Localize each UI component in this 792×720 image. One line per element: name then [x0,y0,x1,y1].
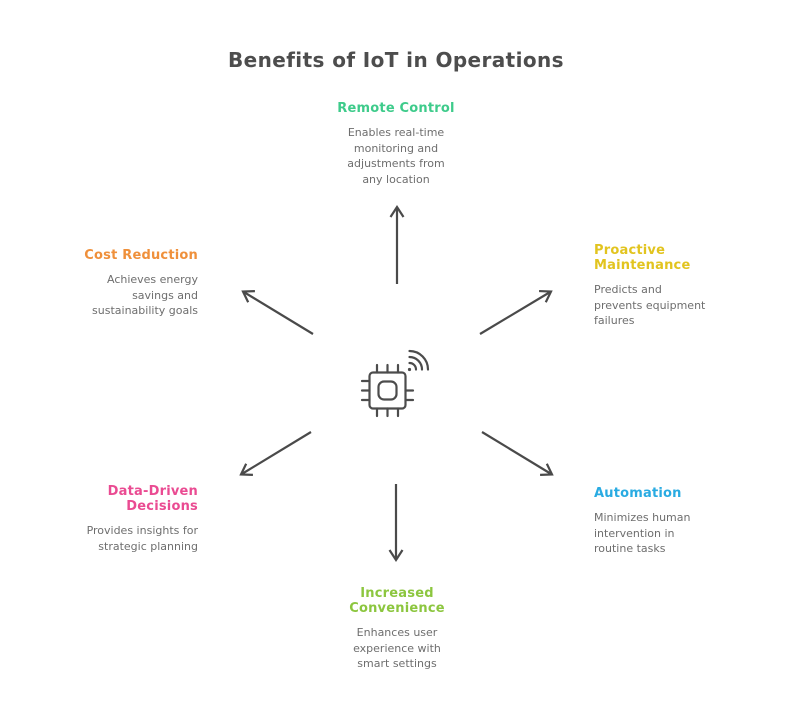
node-description: Enables real-time monitoring and adjustm… [347,126,445,186]
node-label: Cost Reduction [84,248,198,263]
arrow-lower-left [239,431,312,476]
node-automation: Automation Minimizes human intervention … [594,486,724,557]
node-label: Increased Convenience [349,586,445,616]
node-proactive-maintenance: Proactive Maintenance Predicts and preve… [594,243,724,329]
node-data-driven-decisions: Data-Driven Decisions Provides insights … [48,484,198,554]
arrow-upper-right [479,289,553,335]
node-description: Enhances user experience with smart sett… [353,626,441,670]
arrow-upper-left [241,290,314,335]
node-description: Predicts and prevents equipment failures [594,283,706,327]
node-description: Achieves energy savings and sustainabili… [92,273,198,317]
node-label: Proactive Maintenance [594,243,691,273]
iot-chip-wifi-icon [360,349,430,418]
node-label: Remote Control [337,101,455,116]
node-label: Automation [594,486,682,501]
node-cost-reduction: Cost Reduction Achieves energy savings a… [48,248,198,319]
page-title: Benefits of IoT in Operations [228,48,564,72]
node-label: Data-Driven Decisions [107,484,198,514]
node-remote-control: Remote Control Enables real-time monitor… [321,101,471,187]
arrow-lower-right [481,431,554,476]
node-description: Provides insights for strategic planning [86,524,198,553]
node-description: Minimizes human intervention in routine … [594,511,691,555]
node-increased-convenience: Increased Convenience Enhances user expe… [322,586,472,672]
